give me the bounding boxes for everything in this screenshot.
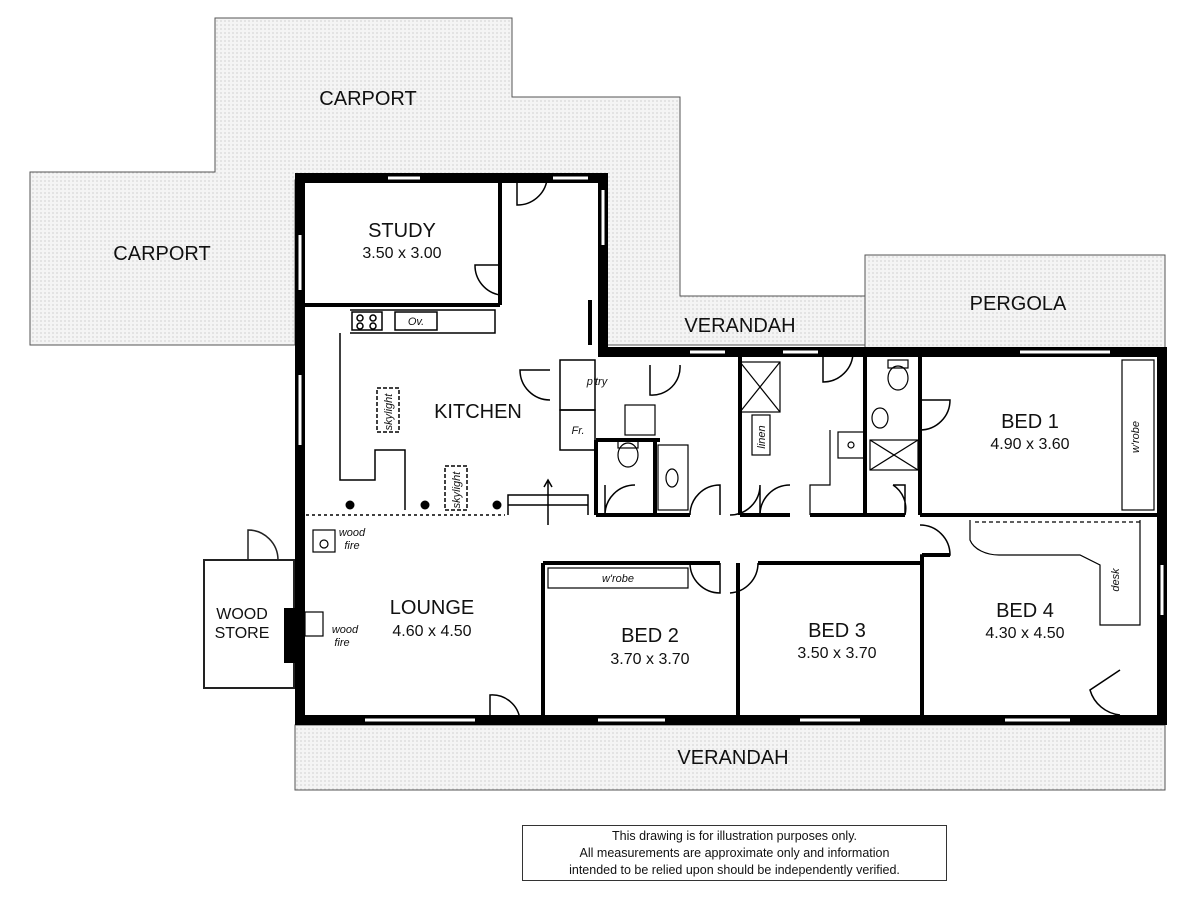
fridge-label: Fr.	[571, 425, 584, 437]
interior-walls	[285, 180, 1162, 720]
bed3-name: BED 3	[808, 620, 866, 642]
verandah-bottom-area	[294, 724, 1166, 791]
disclaimer-line-3: intended to be relied upon should be ind…	[569, 863, 900, 877]
bed4-name: BED 4	[996, 600, 1054, 622]
exterior-walls	[295, 173, 1167, 725]
pergola-label: PERGOLA	[970, 293, 1067, 315]
linen-label: linen	[756, 425, 768, 448]
kitchen-name: KITCHEN	[434, 401, 522, 423]
desk-label: desk	[1110, 568, 1122, 592]
downlights	[345, 500, 502, 510]
disclaimer-box: This drawing is for illustration purpose…	[522, 825, 947, 881]
bed1-size: 4.90 x 3.60	[990, 436, 1069, 453]
bathroom-fixtures	[304, 359, 1155, 637]
study-name: STUDY	[368, 220, 436, 242]
study-size: 3.50 x 3.00	[362, 245, 441, 262]
wood-store-area	[203, 559, 295, 689]
wood-fire-1-label-2: fire	[344, 540, 359, 552]
lounge-hearth	[284, 608, 302, 663]
verandah-top-label: VERANDAH	[684, 315, 795, 337]
verandah-bottom-label: VERANDAH	[677, 747, 788, 769]
doors	[474, 179, 1121, 721]
wood-fire-2-label-1: wood	[332, 624, 359, 636]
bed1-name: BED 1	[1001, 411, 1059, 433]
lounge-size: 4.60 x 4.50	[392, 623, 471, 640]
bed3-size: 3.50 x 3.70	[797, 645, 876, 662]
bed2-name: BED 2	[621, 625, 679, 647]
wrobe-bed1-label: w'robe	[1130, 421, 1142, 453]
wood-store-door	[247, 529, 279, 561]
wood-store-label-1: WOOD	[216, 606, 268, 623]
carport-top-label: CARPORT	[319, 88, 416, 110]
disclaimer-line-2: All measurements are approximate only an…	[579, 846, 890, 860]
wood-store-label-2: STORE	[215, 625, 270, 642]
wood-fire-1-label-1: wood	[339, 527, 366, 539]
skylight-2-label: skylight	[451, 471, 463, 509]
skylight-1-label: skylight	[383, 393, 395, 431]
bed4-size: 4.30 x 4.50	[985, 625, 1064, 642]
wrobe-bed2-label: w'robe	[602, 573, 634, 585]
disclaimer-line-1: This drawing is for illustration purpose…	[611, 829, 857, 843]
oven-label: Ov.	[408, 316, 424, 328]
pergola-area	[864, 254, 1166, 351]
carport-left-label: CARPORT	[113, 243, 210, 265]
windows	[298, 176, 1164, 722]
kitchen-benches	[300, 309, 596, 525]
pantry-label: p'try	[586, 376, 609, 388]
wood-fire-2-label-2: fire	[334, 637, 349, 649]
bed2-size: 3.70 x 3.70	[610, 651, 689, 668]
lounge-name: LOUNGE	[390, 597, 474, 619]
